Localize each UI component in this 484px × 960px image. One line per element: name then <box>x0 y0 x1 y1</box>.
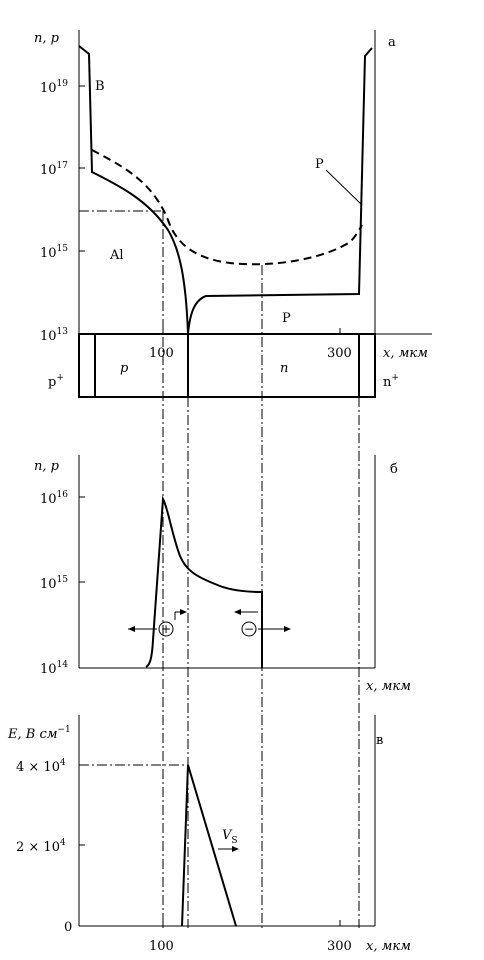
panel-b: n, p 1016 1015 1014 б + − x, мкм <box>34 455 411 694</box>
panel-b-x-axis-label: x, мкм <box>366 679 411 694</box>
negative-charge-circle <box>241 621 257 637</box>
vertical-guide-lines <box>162 211 360 928</box>
phosphorus-leader <box>325 169 363 206</box>
panel-b-ytick-label: 1016 <box>40 490 68 507</box>
phosphorus-label-bottom: P <box>282 311 291 326</box>
region-n-label: n <box>280 361 288 376</box>
left-arrow-head <box>128 626 135 632</box>
panel-c-letter: в <box>376 733 383 748</box>
panel-a-xtick-label: 300 <box>327 346 352 361</box>
donor-profile-curve <box>187 47 373 335</box>
region-p-label: p <box>120 361 129 376</box>
panel-b-ytick-label: 1015 <box>40 575 68 592</box>
aluminium-label: Al <box>109 248 124 263</box>
right-arrow-head <box>180 609 187 615</box>
left-arrow-head <box>234 609 241 615</box>
panel-a-y-axis-label: n, p <box>34 31 60 46</box>
carrier-density-curve <box>145 495 263 668</box>
phosphorus-label-top: P <box>315 157 324 172</box>
panel-a: n, p 1019 1017 1015 1013 а B P Al P 100 … <box>34 30 432 398</box>
acceptor-profile-curve <box>78 45 189 335</box>
electric-field-curve <box>181 764 237 927</box>
panel-c-ytick-label: 0 <box>64 920 72 935</box>
negative-charge-sign: − <box>244 622 254 636</box>
panel-c-xtick-label: 100 <box>149 939 174 954</box>
panel-a-x-axis-label: x, мкм <box>383 346 428 361</box>
panel-a-ytick-label: 1013 <box>40 327 68 344</box>
panel-a-letter: а <box>388 35 396 50</box>
panel-b-y-axis-label: n, p <box>34 459 60 474</box>
positive-charge-circle <box>158 621 174 637</box>
panel-b-ytick-label: 1014 <box>40 660 68 677</box>
positive-charge-sign: + <box>161 622 171 636</box>
region-n-plus-label: n+ <box>383 373 399 390</box>
panel-c-x-axis-label: x, мкм <box>366 939 411 954</box>
boron-label: B <box>95 79 105 94</box>
region-p-plus-label: p+ <box>48 373 64 390</box>
panel-c-xtick-label: 300 <box>327 939 352 954</box>
panel-b-letter: б <box>390 462 398 477</box>
wafer-cross-section <box>78 333 376 398</box>
saturation-velocity-label: VS <box>222 828 238 846</box>
panel-c-ytick-label: 4 × 104 <box>16 758 66 775</box>
panel-a-ytick-label: 1017 <box>40 161 68 178</box>
velocity-arrow-head <box>232 846 239 852</box>
right-arrow-head <box>284 626 291 632</box>
panel-c-ytick-label: 2 × 104 <box>16 838 66 855</box>
panel-c-y-axis-label: E, В см−1 <box>7 725 71 742</box>
panel-a-ytick-label: 1019 <box>40 79 68 96</box>
panel-c: E, В см−1 в 4 × 104 2 × 104 0 VS 100 300… <box>7 715 411 954</box>
panel-a-ytick-label: 1015 <box>40 244 68 261</box>
dashed-profile-curve <box>91 149 363 266</box>
panel-a-xtick-label: 100 <box>149 346 174 361</box>
